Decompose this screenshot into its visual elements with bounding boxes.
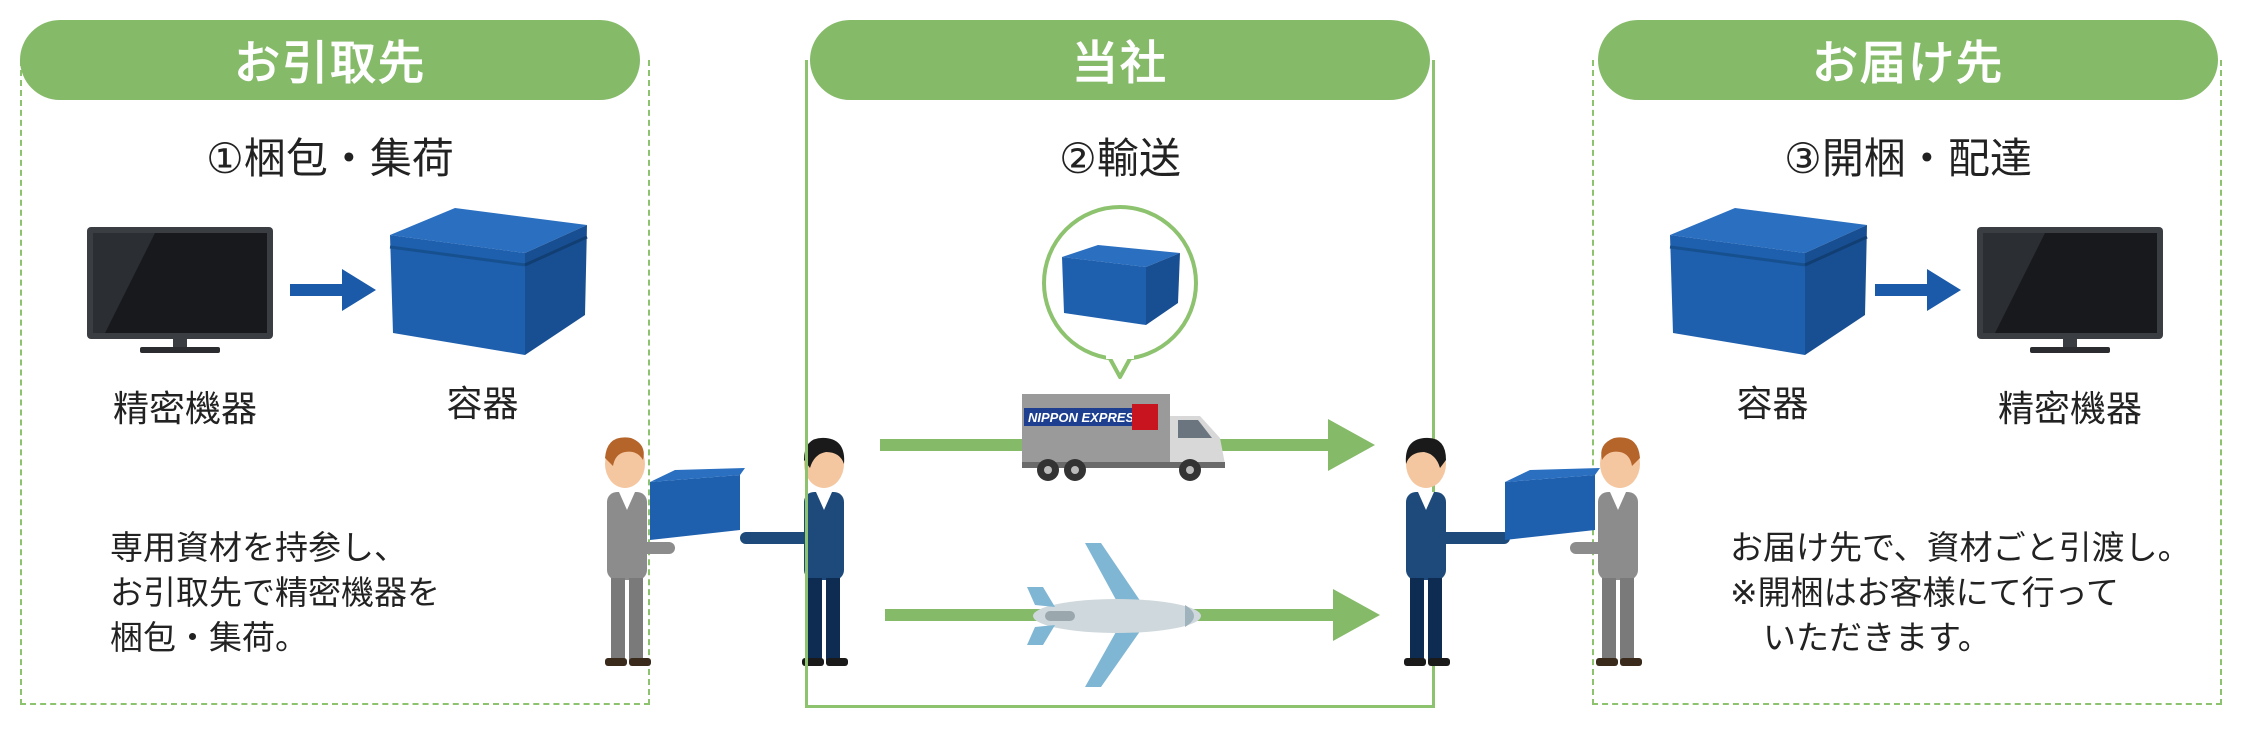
delivery-panel — [1592, 60, 2222, 705]
pickup-item-from-label: 精密機器 — [112, 389, 257, 430]
arrow-right-icon — [290, 269, 376, 311]
customer-person-icon — [1505, 437, 1642, 666]
truck-icon: NIPPON EXPRESS — [1022, 394, 1225, 481]
delivery-item-to-label: 精密機器 — [1997, 389, 2142, 430]
pickup-item-to-label: 容器 — [446, 384, 519, 425]
airplane-icon — [1027, 543, 1201, 687]
delivery-description: お届け先で、資材ごと引渡し。 ※開梱はお客様にて行って いただきます。 — [1730, 528, 2191, 657]
company-step: ②輸送 — [1059, 134, 1181, 183]
pickup-panel — [20, 60, 650, 705]
arrow-right-icon — [1875, 269, 1961, 311]
tv-icon — [87, 227, 273, 353]
staff-person-icon — [740, 437, 848, 666]
cargo-bubble-icon — [1042, 205, 1198, 379]
company-panel — [805, 60, 1435, 708]
pickup-title: お引取先 — [20, 20, 640, 100]
pickup-step: ①梱包・集荷 — [206, 134, 454, 183]
delivery-title: お届け先 — [1598, 20, 2218, 100]
truck-logo-text: NIPPON EXPRESS — [1028, 410, 1143, 425]
pickup-description: 専用資材を持参し、 お引取先で精密機器を 梱包・集荷。 — [110, 528, 440, 657]
container-box-icon — [1669, 208, 1868, 355]
company-title: 当社 — [810, 20, 1430, 100]
staff-person-icon — [1404, 437, 1510, 666]
delivery-item-from-label: 容器 — [1736, 384, 1809, 425]
delivery-step: ③開梱・配達 — [1784, 134, 2032, 183]
container-box-icon — [389, 208, 588, 355]
tv-icon — [1977, 227, 2163, 353]
customer-person-icon — [605, 437, 745, 666]
